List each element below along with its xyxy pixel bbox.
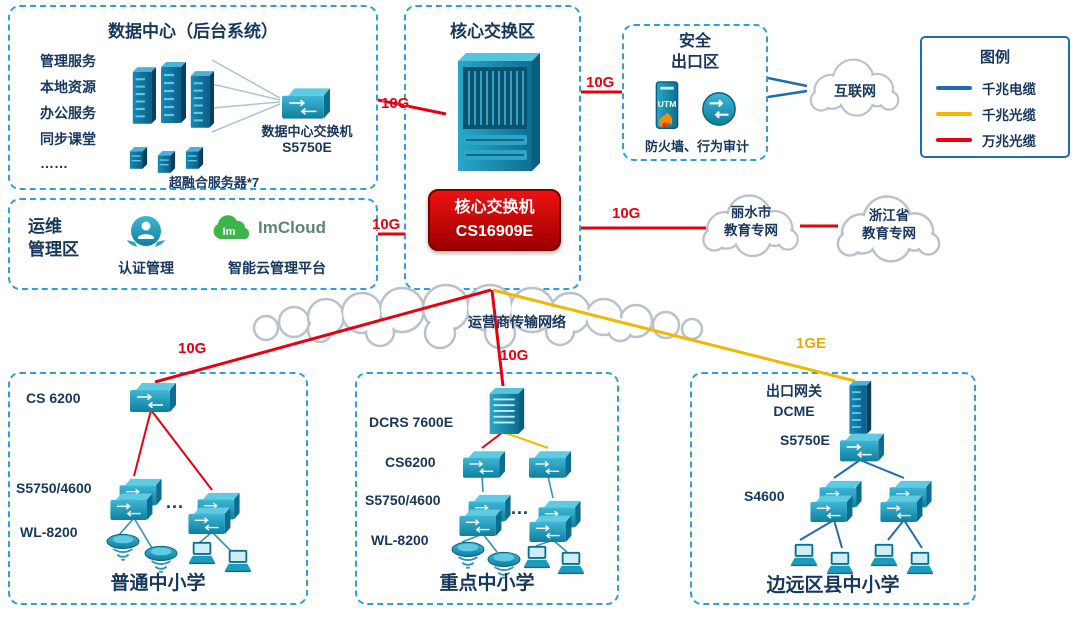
gigabit-copper-swatch: [936, 86, 972, 90]
gateway-tower-icon: [844, 380, 874, 434]
switch-stack-icon: [880, 480, 932, 522]
server-tower-icon: [188, 49, 214, 149]
switch-icon: [463, 450, 505, 478]
tengig-fiber-swatch: [936, 138, 972, 142]
access-point-icon: [102, 532, 144, 564]
utm-firewall-icon: [652, 80, 682, 134]
switch-icon: [130, 382, 176, 412]
legend-panel: 图例 千兆电缆 千兆光缆 万兆光缆: [920, 36, 1070, 158]
laptop-icon: [186, 540, 218, 566]
laptop-icon: [521, 544, 553, 570]
security-caption: 防火墙、行为审计: [644, 139, 749, 154]
datacenter-title: 数据中心（后台系统）: [108, 22, 278, 41]
cloud-platform-label: 智能云管理平台: [228, 260, 326, 276]
legend-item-label: 万兆光缆: [982, 134, 1036, 149]
school3-switch-label: S5750E: [780, 432, 830, 448]
school-remote-panel: 出口网关 DCME S5750E S4600 边远区县中小学: [690, 372, 976, 605]
core-switch-badge-name: 核心交换机: [454, 199, 535, 216]
datacenter-panel: 数据中心（后台系统） 管理服务 本地资源 办公服务 同步课堂 …… 超融合服务器…: [8, 5, 378, 190]
link-label-ops-core: 10G: [372, 216, 401, 233]
server-cube-icon: [184, 145, 204, 169]
switch-stack-icon: [529, 500, 581, 542]
core-switch-badge: 核心交换机 CS16909E: [428, 189, 561, 251]
server-cube-icon: [156, 149, 176, 173]
school1-wireless-label: WL-8200: [20, 524, 78, 540]
legend-item-label: 千兆电缆: [982, 82, 1036, 97]
server-tower-icon: [158, 35, 186, 149]
ellipsis: ...: [166, 492, 185, 512]
ellipsis: ...: [511, 498, 530, 518]
school3-name: 边远区县中小学: [766, 575, 900, 596]
auth-label: 认证管理: [118, 260, 174, 276]
school3-access-label: S4600: [744, 488, 785, 504]
service-item: 本地资源: [40, 79, 96, 95]
core-panel: 核心交换区 核心交换机 CS16909E: [404, 5, 581, 290]
imcloud-brand: ImCloud: [258, 218, 326, 237]
service-item: 同步课堂: [40, 131, 96, 147]
auth-management-icon: [122, 212, 170, 256]
legend-item: 千兆光缆: [936, 104, 1036, 124]
ops-title: 运维 管理区: [28, 217, 79, 259]
core-switch-chassis-icon: [450, 51, 540, 171]
school2-access-switch-label: CS6200: [385, 454, 436, 470]
core-title: 核心交换区: [450, 22, 535, 41]
switch-icon: [840, 432, 884, 462]
chassis-switch-icon: [485, 386, 525, 434]
gigabit-copper-lines: [767, 76, 808, 99]
link-label-core-security: 10G: [586, 74, 615, 91]
security-panel: 安全 出口区 防火墙、行为审计: [622, 24, 768, 161]
hyperconverged-server-label: 超融合服务器*7: [168, 175, 260, 190]
switch-stack-icon: [810, 480, 862, 522]
datacenter-switch-icon: [282, 87, 330, 119]
imcloud-icon: [208, 212, 254, 244]
school2-core-switch-label: DCRS 7600E: [369, 414, 454, 430]
school-ordinary-panel: CS 6200 S5750/4600 ... WL-8200 普通中小学: [8, 372, 308, 605]
school1-name: 普通中小学: [110, 573, 206, 594]
switch-icon: [529, 450, 571, 478]
laptop-icon: [788, 542, 820, 568]
zhejiang-network-cloud-label: 浙江省 教育专网: [862, 208, 916, 242]
carrier-network-cloud-label: 运营商传输网络: [468, 314, 566, 330]
service-item: 管理服务: [40, 53, 96, 69]
legend-item: 万兆光缆: [936, 130, 1036, 150]
legend-item-label: 千兆光缆: [982, 108, 1036, 123]
datacenter-switch-name: 数据中心交换机: [261, 124, 353, 139]
ops-panel: 运维 管理区 认证管理 ImCloud 智能云管理平台: [8, 198, 378, 290]
service-item: ……: [40, 155, 68, 171]
gigabit-fiber-swatch: [936, 112, 972, 116]
school-key-panel: DCRS 7600E CS6200 S5750/4600 ... WL-8200…: [355, 372, 619, 605]
server-tower-icon: [130, 43, 156, 147]
legend-title: 图例: [979, 49, 1010, 66]
link-label-core-school3: 1GE: [796, 335, 827, 352]
school2-name: 重点中小学: [439, 573, 535, 594]
datacenter-switch-model: S5750E: [282, 139, 332, 155]
core-switch-badge-model: CS16909E: [455, 223, 534, 240]
router-icon: [700, 90, 738, 128]
legend-item: 千兆电缆: [936, 78, 1036, 98]
switch-stack-icon: [110, 478, 162, 520]
school1-access-switch-label: CS 6200: [26, 390, 81, 406]
school1-distribution-label: S5750/4600: [16, 480, 92, 496]
security-title: 安全 出口区: [670, 33, 719, 71]
internet-cloud-label: 互联网: [834, 83, 876, 99]
link-label-core-school2: 10G: [500, 347, 529, 364]
service-item: 办公服务: [40, 105, 96, 121]
school2-wireless-label: WL-8200: [371, 532, 429, 548]
laptop-icon: [868, 542, 900, 568]
link-label-dc-core: 10G: [381, 95, 410, 112]
link-label-core-school1: 10G: [178, 340, 207, 357]
school2-distribution-label: S5750/4600: [365, 492, 441, 508]
server-cube-icon: [128, 145, 148, 169]
switch-stack-icon: [188, 492, 240, 534]
lishui-network-cloud-label: 丽水市 教育专网: [724, 205, 778, 239]
switch-stack-icon: [459, 494, 511, 536]
school3-gateway-label: 出口网关 DCME: [766, 383, 822, 419]
link-label-core-lishui: 10G: [612, 205, 641, 222]
